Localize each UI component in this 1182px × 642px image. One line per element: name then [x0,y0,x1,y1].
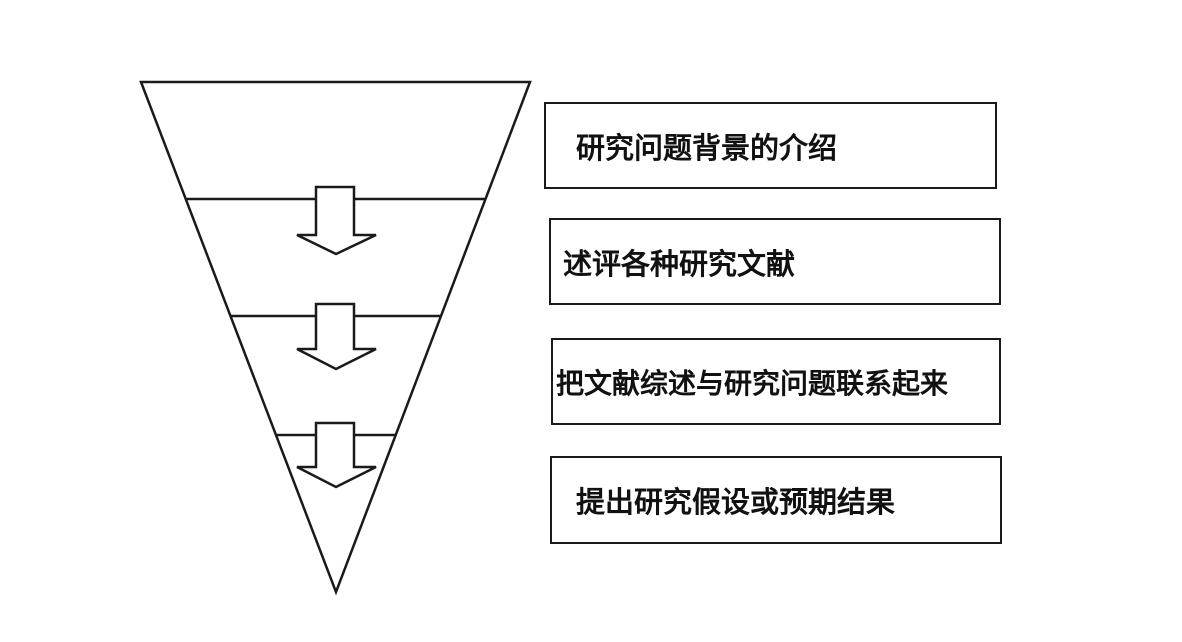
down-arrow-icon [296,421,377,489]
step-label-4: 提出研究假设或预期结果 [576,485,896,519]
down-arrow-icon [296,302,377,371]
step-label-2: 述评各种研究文献 [563,246,796,281]
step-box-4: 提出研究假设或预期结果 [550,456,1002,544]
step-box-3: 把文献综述与研究问题联系起来 [551,338,1001,425]
step-box-1: 研究问题背景的介绍 [544,102,997,189]
step-box-2: 述评各种研究文献 [549,218,1001,305]
step-label-1: 研究问题背景的介绍 [576,130,838,165]
funnel-triangle [139,80,532,596]
step-label-3: 把文献综述与研究问题联系起来 [556,366,949,400]
down-arrow-icon [296,185,377,256]
